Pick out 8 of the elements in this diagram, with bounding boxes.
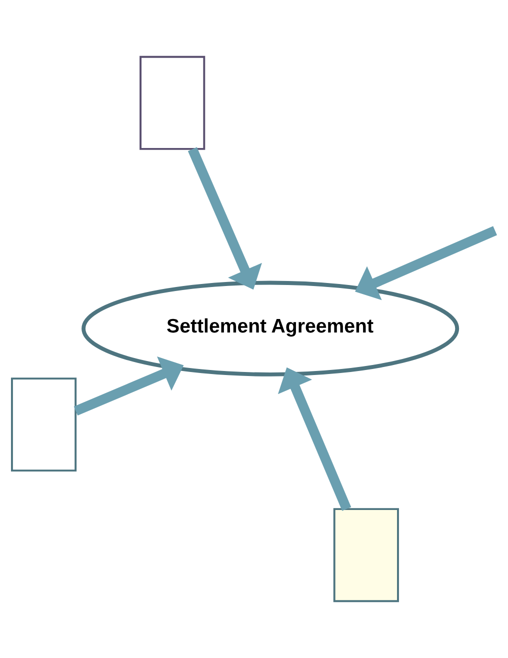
- arrow: [278, 367, 352, 511]
- node-box: [10, 378, 77, 472]
- arrow: [355, 226, 497, 300]
- arrow: [188, 147, 262, 290]
- node-box: [140, 56, 206, 150]
- node-ellipse: Settlement Agreement: [82, 280, 460, 376]
- arrow: [74, 356, 184, 416]
- node-box: [333, 508, 399, 602]
